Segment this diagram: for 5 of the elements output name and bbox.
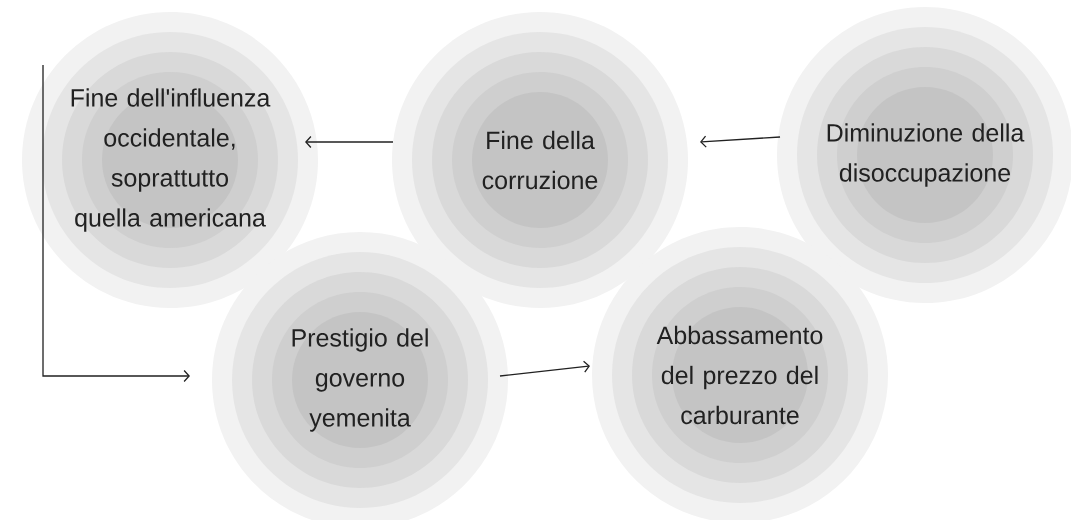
circle-node: Fine dell'influenza occidentale, soprattutto quella americana — [22, 12, 318, 308]
arrow — [700, 135, 781, 148]
arrow — [499, 360, 590, 377]
arrow — [42, 64, 190, 383]
arrow — [305, 135, 394, 149]
